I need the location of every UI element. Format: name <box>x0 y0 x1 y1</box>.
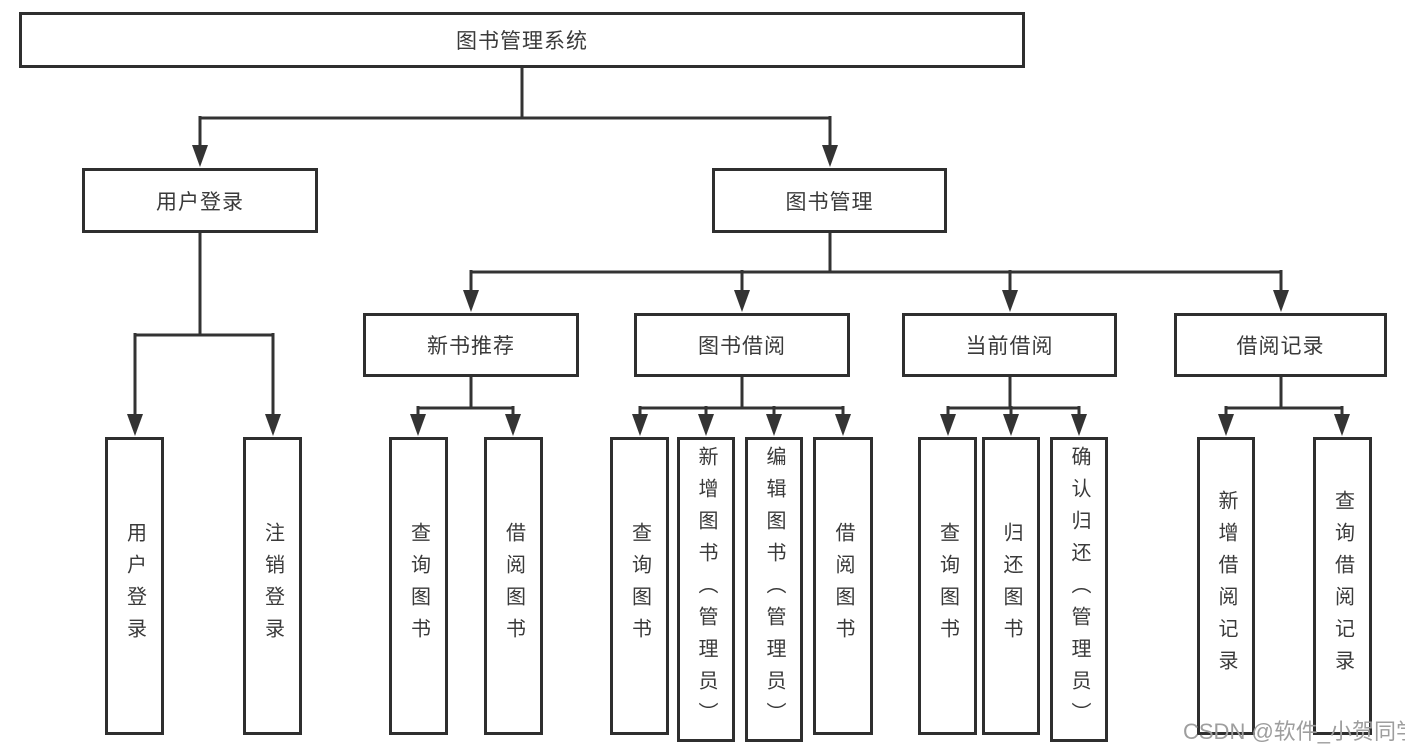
leaf-query-book-current: 查询图书 <box>918 437 977 735</box>
leaf-return-book: 归还图书 <box>982 437 1040 735</box>
connector-borrow-records-branch <box>1218 377 1350 436</box>
node-book-management: 图书管理 <box>712 168 947 233</box>
node-library-management-system: 图书管理系统 <box>19 12 1025 68</box>
node-user-login: 用户登录 <box>82 168 318 233</box>
connector-book-management-branch <box>463 233 1289 312</box>
leaf-borrow-book: 借阅图书 <box>813 437 873 735</box>
connector-current-borrow-branch <box>940 377 1087 436</box>
leaf-query-book-borrow: 查询图书 <box>610 437 669 735</box>
node-new-book-recommend: 新书推荐 <box>363 313 579 377</box>
leaf-add-book-admin: 新增图书（管理员） <box>677 437 735 742</box>
watermark: CSDN @软件_小贺同学 <box>1183 719 1405 744</box>
node-borrow-records: 借阅记录 <box>1174 313 1387 377</box>
leaf-query-book-recommend: 查询图书 <box>389 437 448 735</box>
leaf-edit-book-admin: 编辑图书（管理员） <box>745 437 803 742</box>
leaf-borrow-book-recommend: 借阅图书 <box>484 437 543 735</box>
leaf-logout: 注销登录 <box>243 437 302 735</box>
leaf-user-login: 用户登录 <box>105 437 164 735</box>
leaf-add-borrow-record: 新增借阅记录 <box>1197 437 1255 735</box>
connector-user-login-branch <box>127 233 281 436</box>
connector-root-branch <box>192 68 838 167</box>
connector-book-borrow-branch <box>632 377 851 436</box>
node-book-borrow: 图书借阅 <box>634 313 850 377</box>
leaf-confirm-return-admin: 确认归还（管理员） <box>1050 437 1108 742</box>
connector-new-book-branch <box>410 377 521 436</box>
node-current-borrow: 当前借阅 <box>902 313 1117 377</box>
leaf-query-borrow-record: 查询借阅记录 <box>1313 437 1372 735</box>
